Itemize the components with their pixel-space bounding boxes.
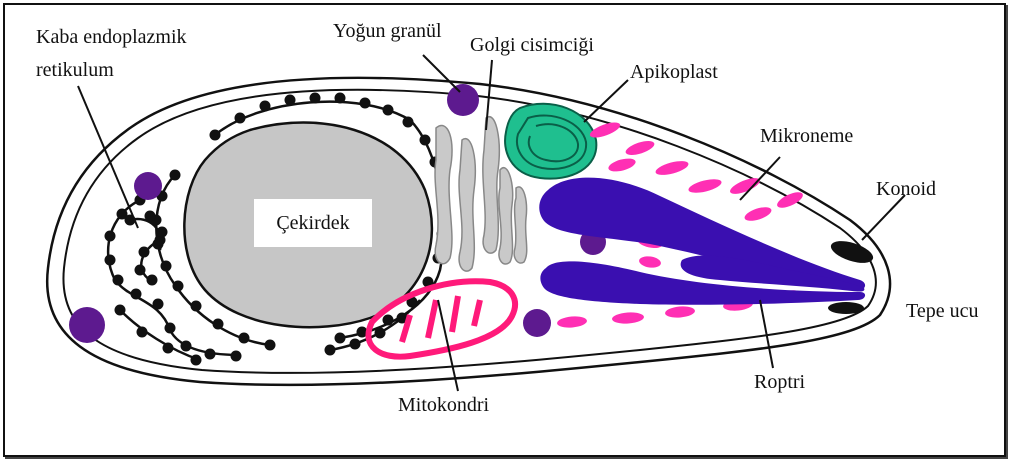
ribosome-dot xyxy=(231,351,242,362)
conoid xyxy=(828,237,875,268)
ribosome-dot xyxy=(105,255,116,266)
ribosome-dot xyxy=(181,341,192,352)
ribosome-dot xyxy=(135,265,146,276)
ribosome-dot xyxy=(285,95,296,106)
ribosome-dot xyxy=(383,105,394,116)
ribosome-dot xyxy=(113,275,124,286)
ribosome-dot xyxy=(383,315,394,326)
conoid-label: Konoid xyxy=(876,177,936,201)
ribosome-dot xyxy=(131,289,142,300)
ribosome-dot xyxy=(163,343,174,354)
microneme xyxy=(612,311,645,324)
ribosome-dot xyxy=(170,170,181,181)
ribosome-dot xyxy=(335,93,346,104)
microneme xyxy=(665,305,696,319)
dense-granule xyxy=(134,172,162,200)
mitochondrion-label: Mitokondri xyxy=(398,393,489,417)
microneme-label: Mikroneme xyxy=(760,124,853,148)
ribosome-dot xyxy=(375,328,386,339)
rough-er-label-line2: retikulum xyxy=(36,58,114,82)
dense-granule xyxy=(69,307,105,343)
microneme xyxy=(607,156,637,174)
ribosome-dot xyxy=(213,319,224,330)
microneme xyxy=(557,315,588,329)
nucleus-label: Çekirdek xyxy=(254,199,372,247)
dense-granule xyxy=(447,84,479,116)
ribosome-dot xyxy=(360,98,371,109)
ribosome-dot xyxy=(139,247,150,258)
ribosome-dot xyxy=(265,340,276,351)
ribosome-dot xyxy=(145,211,156,222)
ribosome-dot xyxy=(335,333,346,344)
apicoplast-label: Apikoplast xyxy=(630,60,718,84)
ribosome-dot xyxy=(260,101,271,112)
apical-tip xyxy=(828,302,864,314)
ribosome-dot xyxy=(239,333,250,344)
apical-tip-label: Tepe ucu xyxy=(906,299,978,323)
ribosome-dot xyxy=(420,135,431,146)
dense-granule-label: Yoğun granül xyxy=(333,19,442,43)
ribosome-dot xyxy=(205,349,216,360)
ribosome-dot xyxy=(325,345,336,356)
rough-er-label-line1: Kaba endoplazmik xyxy=(36,25,187,49)
dense-granule xyxy=(523,309,551,337)
microneme xyxy=(654,158,690,177)
ribosome-dot xyxy=(153,299,164,310)
microneme xyxy=(687,177,723,196)
microneme xyxy=(638,255,661,269)
microneme xyxy=(743,204,773,223)
ribosome-dot xyxy=(157,227,168,238)
ribosome-dot xyxy=(115,305,126,316)
microneme xyxy=(624,138,656,158)
ribosome-dot xyxy=(191,301,202,312)
rhoptry-label: Roptri xyxy=(754,370,805,394)
ribosome-dot xyxy=(137,327,148,338)
ribosome-dot xyxy=(105,231,116,242)
ribosome-dot xyxy=(350,339,361,350)
golgi-label: Golgi cisimciği xyxy=(470,33,594,57)
ribosome-dot xyxy=(191,355,202,366)
ribosome-dot xyxy=(165,323,176,334)
ribosome-dot xyxy=(403,117,414,128)
ribosome-dot xyxy=(161,261,172,272)
ribosome-dot xyxy=(210,130,221,141)
ribosome-dot xyxy=(235,113,246,124)
ribosome-dot xyxy=(147,275,158,286)
ribosome-dot xyxy=(173,281,184,292)
ribosome-dot xyxy=(310,93,321,104)
